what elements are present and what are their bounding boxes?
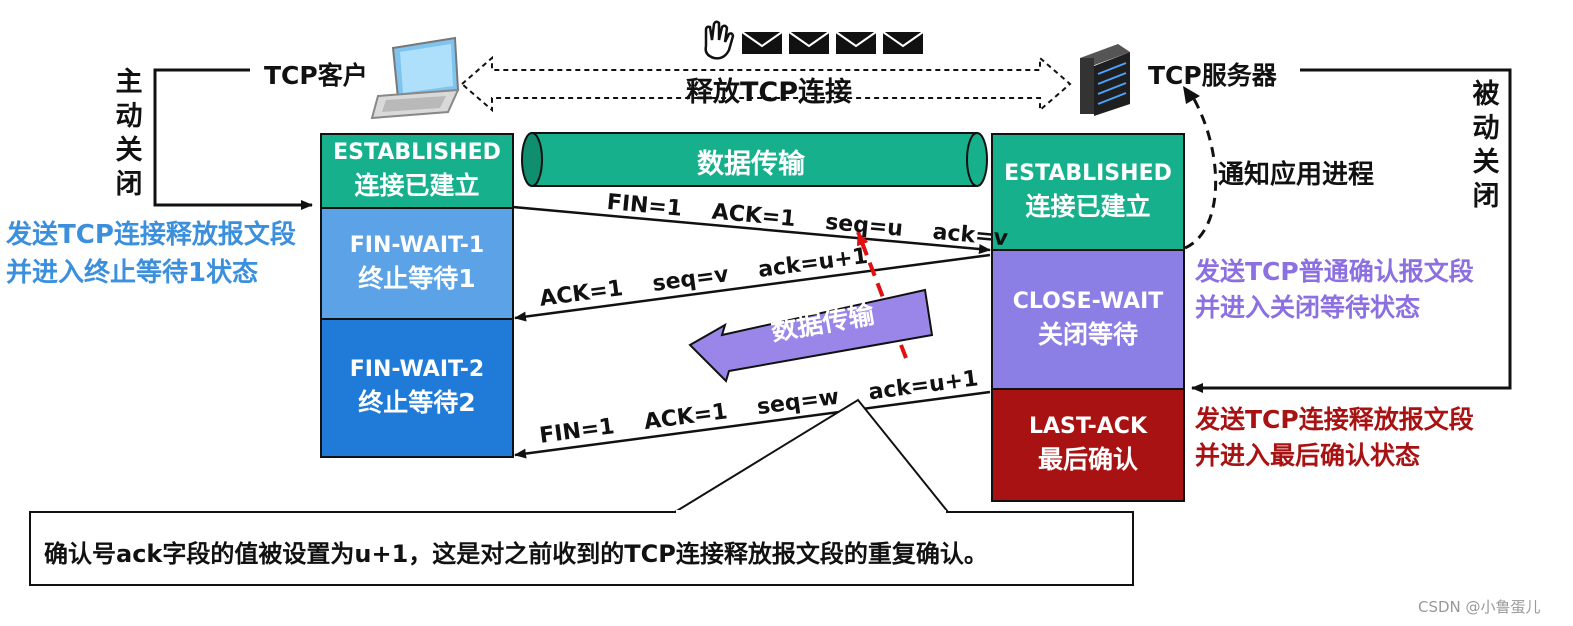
client-state-fin-wait-1: FIN-WAIT-1 终止等待1 xyxy=(320,207,514,320)
client-label: TCP客户 xyxy=(264,61,368,90)
notify-app-label: 通知应用进程 xyxy=(1218,160,1375,190)
callout-box xyxy=(29,511,1134,586)
envelope-icon xyxy=(741,31,783,54)
client-state-established: ESTABLISHED 连接已建立 xyxy=(320,133,514,209)
envelope-icon xyxy=(835,31,877,54)
notify-arrowhead xyxy=(1183,86,1200,104)
server-label: TCP服务器 xyxy=(1148,61,1277,90)
envelope-icon xyxy=(788,31,830,54)
server-note1-line2: 并进入关闭等待状态 xyxy=(1195,293,1421,322)
client-note-line2: 并进入终止等待1状态 xyxy=(6,258,259,288)
ack-message-line xyxy=(514,253,991,322)
server-state-established: ESTABLISHED 连接已建立 xyxy=(991,133,1185,251)
callout-pointer xyxy=(674,398,949,513)
envelope-icon xyxy=(882,31,924,54)
fin-message-line xyxy=(512,205,991,254)
server-note2-line1: 发送TCP连接释放报文段 xyxy=(1195,405,1474,434)
watermark: CSDN @小鲁蛋儿 xyxy=(1418,598,1541,616)
server-state-last-ack: LAST-ACK 最后确认 xyxy=(991,388,1185,502)
client-state-fin-wait-2: FIN-WAIT-2 终止等待2 xyxy=(320,318,514,458)
passive-close-bracket xyxy=(1191,68,1512,393)
laptop-icon xyxy=(370,36,460,120)
passive-close-label: 被动关闭 xyxy=(1472,79,1500,212)
server-note2-line2: 并进入最后确认状态 xyxy=(1195,441,1421,470)
notify-app-curve xyxy=(1184,91,1218,250)
data-pipe-label: 数据传输 xyxy=(697,149,805,180)
fin2-message-line xyxy=(514,390,991,459)
active-close-bracket xyxy=(153,68,313,210)
server-state-close-wait: CLOSE-WAIT 关闭等待 xyxy=(991,249,1185,390)
active-close-label: 主动关闭 xyxy=(115,67,143,200)
server-icon xyxy=(1080,44,1130,116)
server-note1-line1: 发送TCP普通确认报文段 xyxy=(1195,257,1474,286)
callout-text: 确认号ack字段的值被设置为u+1，这是对之前收到的TCP连接释放报文段的重复确… xyxy=(44,540,988,568)
data-transfer-arrow xyxy=(688,288,934,383)
hand-icon xyxy=(704,20,735,60)
client-note-line1: 发送TCP连接释放报文段 xyxy=(6,220,296,250)
release-arrow xyxy=(460,55,1072,113)
data-pipe xyxy=(521,132,988,187)
release-label: 释放TCP连接 xyxy=(686,77,853,108)
